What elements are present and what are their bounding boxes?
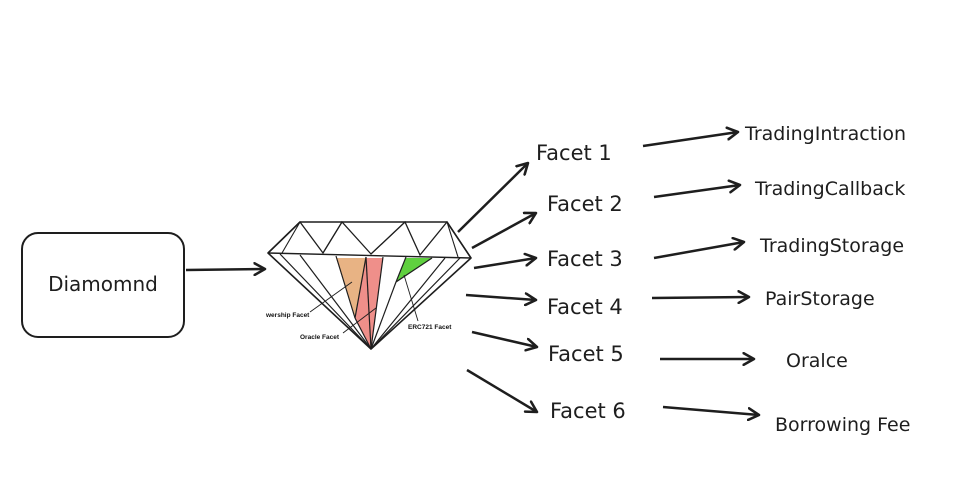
crown-inner-line [322,221,343,254]
target-label-trading-storage: TradingStorage [759,235,904,257]
arrow-source-to-diamond [185,269,265,270]
facet-label-6: Facet 6 [550,399,626,423]
crown-facet-lines [267,220,472,259]
arrow-diamond-to-facet-1 [457,163,528,233]
arrow-diamond-to-facet-2 [471,213,536,250]
target-label-trading-callback: TradingCallback [754,178,905,200]
arrow-facet-1-to-target [642,132,738,148]
arrow-diamond-to-facet-4 [465,295,536,300]
arrow-facet-6-to-target [662,405,759,415]
oracle-facet-leader [342,307,377,334]
target-label-borrowing-fee: Borrowing Fee [775,414,910,436]
diamond-to-facet-arrows [457,163,537,412]
arrow-diamond-to-facet-5 [471,330,537,347]
facet-to-target-arrows [642,132,759,415]
facet-label-1: Facet 1 [536,141,612,165]
erc721-facet-label: ERC721 Facet [408,324,452,331]
facet-label-2: Facet 2 [547,192,623,216]
target-label-oralce: Oralce [786,350,848,372]
oracle-facet-label: Oracle Facet [300,334,340,341]
facet-label-5: Facet 5 [548,342,624,366]
crown-inner-line [446,221,459,258]
facet-label-3: Facet 3 [547,247,623,271]
crown-inner-line [281,221,301,254]
arrow-diamond-to-facet-3 [473,258,536,270]
facet-label-4: Facet 4 [547,295,623,319]
target-label-trading-intraction: TradingIntraction [744,123,906,145]
ownership-facet-leader [309,281,353,313]
diamond-source-label: Diamomnd [48,272,158,296]
diamond-source-node: Diamomnd [21,232,185,338]
diamond-girdle [267,252,472,259]
diamond-gem: wership Facet Oracle Facet ERC721 Facet [265,220,472,350]
erc721-facet-leader [403,274,419,322]
ownership-facet-label: wership Facet [265,312,310,319]
arrow-facet-3-to-target [653,242,744,260]
target-labels: TradingIntraction TradingCallback Tradin… [744,123,910,436]
target-label-pair-storage: PairStorage [765,288,875,310]
arrow-facet-4-to-target [651,297,749,298]
arrow-facet-2-to-target [653,185,740,199]
diamond-source-box [21,232,185,338]
facet-labels: Facet 1 Facet 2 Facet 3 Facet 4 Facet 5 … [536,141,626,423]
arrow-diamond-to-facet-6 [466,368,537,412]
ownership-facet-fill [336,258,366,318]
crown-inner-line [370,221,406,255]
